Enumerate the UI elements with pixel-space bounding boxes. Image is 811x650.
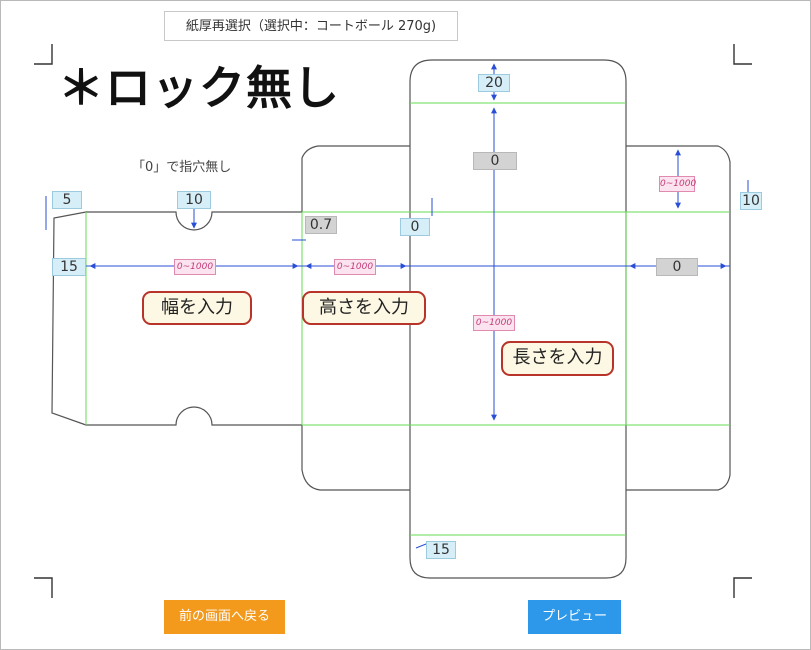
glue-flap-top-input[interactable]: 5	[52, 191, 82, 209]
tuck-gap-input[interactable]: 0.7	[305, 216, 337, 234]
dust-flap-input[interactable]: 0~1000	[659, 176, 696, 192]
thumb-hole-note: 「0」で指穴無し	[132, 160, 232, 175]
thumb-hole-input[interactable]: 10	[177, 191, 211, 209]
crop-marks	[34, 44, 752, 598]
width-input[interactable]: 0~1000	[174, 259, 216, 275]
side-offset-input[interactable]: 0	[400, 218, 430, 236]
right-panel-input[interactable]: 0	[656, 258, 698, 276]
top-tuck-input[interactable]: 20	[478, 74, 510, 92]
right-edge-input[interactable]: 10	[740, 192, 762, 210]
glue-flap-width-input[interactable]: 15	[52, 258, 86, 276]
bottom-tuck-input[interactable]: 15	[426, 541, 456, 559]
width-callout: 幅を入力	[142, 291, 252, 325]
length-input[interactable]: 0~1000	[473, 315, 515, 331]
dimension-lines	[45, 63, 749, 549]
back-button[interactable]: 前の画面へ戻る	[164, 600, 285, 634]
length-callout: 長さを入力	[501, 341, 614, 376]
preview-button[interactable]: プレビュー	[528, 600, 621, 634]
height-input[interactable]: 0~1000	[334, 259, 376, 275]
page-title: ＊ロック無し	[58, 61, 340, 115]
top-inner-input[interactable]: 0	[473, 152, 517, 170]
height-callout: 高さを入力	[302, 291, 426, 325]
paper-thickness-select-button[interactable]: 紙厚再選択（選択中：コートボール 270g)	[164, 11, 458, 41]
